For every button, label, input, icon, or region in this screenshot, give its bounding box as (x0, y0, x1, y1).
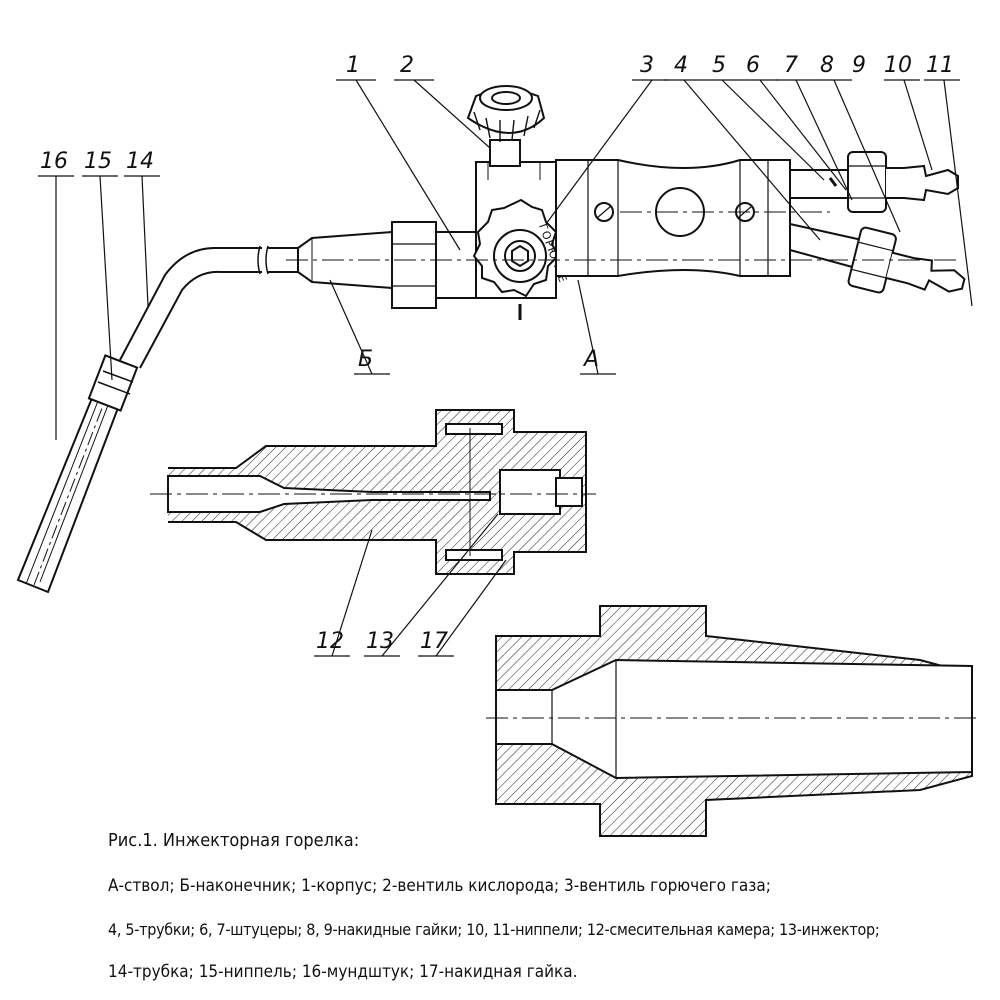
caption-title: Рис.1. Инжекторная горелка: (108, 830, 360, 851)
callout-6: 6 (746, 53, 760, 78)
callout-12: 12 (316, 629, 344, 654)
nipple-section (495, 605, 973, 837)
caption-line-1: А-ствол; Б-наконечник; 1-корпус; 2-венти… (108, 876, 771, 896)
callout-17: 17 (420, 629, 448, 654)
leader-lines (38, 79, 973, 657)
lower-connection (847, 226, 966, 294)
tube-14 (119, 245, 298, 369)
callout-2: 2 (400, 53, 414, 78)
callout-14: 14 (126, 149, 154, 174)
upper-connection (828, 151, 959, 213)
callout-A: А (582, 347, 599, 372)
callout-13: 13 (366, 629, 394, 654)
mixing-chamber-section (167, 409, 587, 575)
callout-4: 4 (674, 53, 688, 78)
torch-assembly: ГОРЮЧЕЕ (16, 85, 966, 594)
callout-8: 8 (820, 53, 834, 78)
callout-7: 7 (784, 53, 798, 78)
mouthpiece (16, 396, 120, 594)
tip-nut (391, 221, 437, 309)
callout-B: Б (358, 347, 373, 372)
callout-10: 10 (884, 53, 912, 78)
oxygen-valve (466, 85, 546, 167)
callouts: 1 2 3 4 5 6 7 8 9 10 11 16 15 14 Б А 12 … (40, 53, 954, 654)
callout-11: 11 (926, 53, 954, 78)
barrel (555, 159, 791, 277)
nipple-15 (87, 354, 139, 412)
center-lines (286, 211, 960, 261)
callout-5: 5 (712, 53, 726, 78)
callout-3: 3 (640, 53, 654, 78)
callout-16: 16 (40, 149, 68, 174)
caption-line-3: 14-трубка; 15-ниппель; 16-мундштук; 17-н… (108, 962, 578, 982)
callout-15: 15 (84, 149, 112, 174)
callout-9: 9 (852, 53, 866, 78)
callout-1: 1 (346, 53, 360, 78)
caption-line-2: 4, 5-трубки; 6, 7-штуцеры; 8, 9-накидные… (108, 920, 880, 939)
tubes-4-5 (789, 169, 863, 269)
